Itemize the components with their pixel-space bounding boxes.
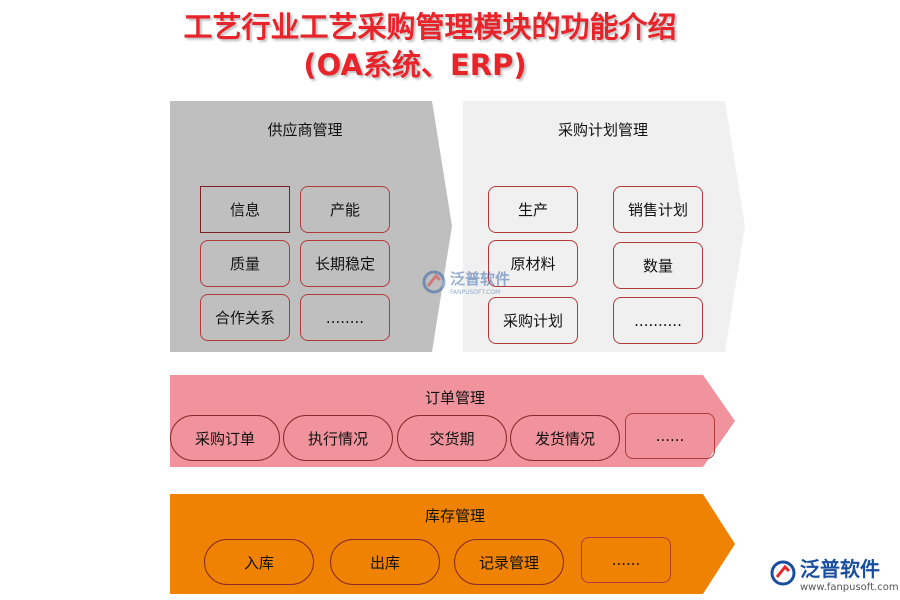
fanpu-logo-icon: [422, 270, 446, 294]
plan-panel-arrow: [463, 101, 745, 352]
supplier-item-more: ........: [300, 294, 390, 341]
diagram-title-line1: 工艺行业工艺采购管理模块的功能介绍: [183, 10, 677, 44]
corner-watermark: 泛普软件 www.fanpusoft.com: [770, 553, 899, 593]
fanpu-corner-logo-icon: [770, 560, 796, 586]
supplier-item-cooperation: 合作关系: [200, 294, 290, 341]
plan-item-production: 生产: [488, 186, 578, 233]
supplier-item-stability: 长期稳定: [300, 240, 390, 287]
stock-item-records: 记录管理: [454, 539, 564, 585]
stock-item-outbound: 出库: [330, 539, 440, 585]
plan-item-sales-plan: 销售计划: [613, 186, 703, 233]
order-item-execution: 执行情况: [283, 415, 393, 461]
order-item-more: ......: [625, 413, 715, 459]
supplier-item-quality: 质量: [200, 240, 290, 287]
diagram-title-line2: (OA系统、ERP): [303, 48, 527, 82]
plan-item-purchase-plan: 采购计划: [488, 297, 578, 344]
corner-watermark-text: 泛普软件: [800, 557, 880, 581]
plan-item-quantity: 数量: [613, 242, 703, 289]
order-item-purchase-order: 采购订单: [170, 415, 280, 461]
center-watermark-text: 泛普软件: [450, 270, 511, 288]
plan-item-raw-material: 原材料: [488, 240, 578, 287]
supplier-panel-title: 供应商管理: [267, 121, 343, 139]
supplier-panel-arrow: [170, 101, 452, 352]
supplier-item-capacity: 产能: [300, 186, 390, 233]
supplier-item-info: 信息: [200, 186, 290, 233]
order-panel-title: 订单管理: [424, 389, 485, 407]
corner-watermark-url: www.fanpusoft.com: [800, 582, 899, 593]
stock-panel: 库存管理 入库 出库 记录管理 ......: [170, 494, 735, 594]
stock-item-more: ......: [581, 537, 671, 583]
supplier-panel: 供应商管理 信息 产能 质量 长期稳定 合作关系 ........: [170, 101, 452, 352]
stock-item-inbound: 入库: [204, 539, 314, 585]
order-item-shipping: 发货情况: [510, 415, 620, 461]
plan-panel: 采购计划管理 生产 销售计划 原材料 数量 采购计划 ..........: [463, 101, 745, 352]
order-panel-arrow: [170, 375, 735, 467]
stock-panel-title: 库存管理: [424, 507, 485, 525]
order-item-delivery-date: 交货期: [397, 415, 507, 461]
plan-panel-title: 采购计划管理: [557, 121, 648, 139]
center-watermark: 泛普软件 FANPUSOFT.COM: [422, 268, 510, 296]
plan-item-more: ..........: [613, 297, 703, 344]
center-watermark-sub: FANPUSOFT.COM: [450, 289, 501, 296]
order-panel: 订单管理 采购订单 执行情况 交货期 发货情况 ......: [170, 375, 735, 467]
